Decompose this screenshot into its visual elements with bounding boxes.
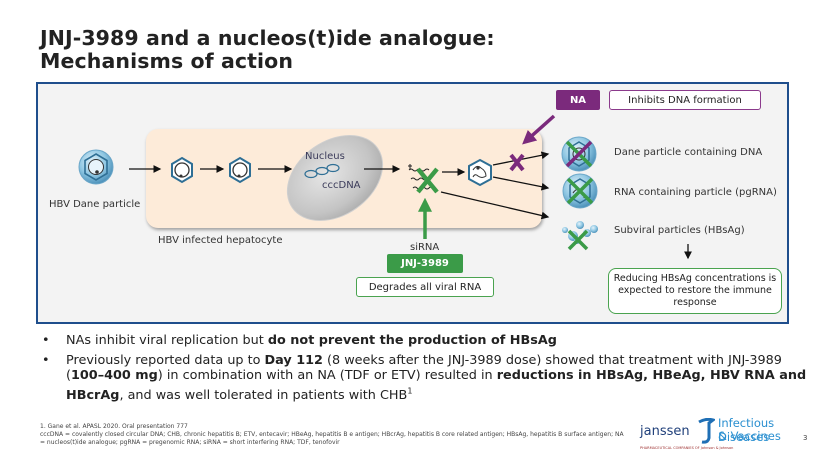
na-block-x-icon: [509, 153, 525, 172]
bullet-1-text: NAs inhibit viral replication but do not…: [66, 333, 557, 348]
division-line-2: & Vaccines: [718, 429, 781, 443]
footnotes: 1. Gane et al. APASL 2020. Oral presenta…: [40, 423, 630, 447]
bullet-2-text: Previously reported data up to Day 112 (…: [66, 352, 807, 403]
cccdna-icon: [304, 163, 340, 179]
rcdna-capsid-icon: [229, 156, 251, 184]
nucleus-shape: [286, 134, 384, 222]
bullet-dot-icon: •: [42, 333, 50, 348]
pgrna-capsid-icon: [468, 158, 492, 187]
arrow-to-subviral-output: [440, 191, 550, 220]
reference-footnote: 1. Gane et al. APASL 2020. Oral presenta…: [40, 423, 188, 430]
cccdna-label: cccDNA: [322, 180, 361, 191]
na-description: Inhibits DNA formation: [609, 90, 761, 110]
janssen-j-icon: [698, 418, 715, 444]
output-label-pgrna: RNA containing particle (pgRNA): [614, 187, 777, 198]
janssen-wordmark: janssen: [640, 424, 690, 439]
output-label-dane: Dane particle containing DNA: [614, 147, 763, 158]
outcome-text: Reducing HBsAg concentrations is expecte…: [613, 273, 777, 308]
hepatocyte-label: HBV infected hepatocyte: [158, 235, 283, 246]
slide-title: JNJ-3989 and a nucleos(t)ide analogue: M…: [40, 27, 495, 73]
output-label-subviral: Subviral particles (HBsAg): [614, 225, 745, 236]
jnj-3989-badge: JNJ-3989: [387, 254, 463, 273]
sirna-label: siRNA: [410, 242, 440, 253]
rna-particle-icon: [562, 173, 598, 209]
janssen-logo: janssen Infectious Diseases & Vaccines P…: [640, 416, 790, 456]
division-line-1: Infectious Diseases: [718, 416, 775, 444]
bullet-list: • NAs inhibit viral replication but do n…: [40, 333, 810, 407]
page-number: 3: [803, 434, 808, 442]
nucleus-label: Nucleus: [305, 151, 345, 162]
subviral-particles-icon: [562, 221, 598, 251]
na-badge: NA: [556, 90, 600, 110]
title-line-2: Mechanisms of action: [40, 49, 294, 73]
sirna-block-x-icon: [416, 167, 439, 194]
dane-particle-label: HBV Dane particle: [49, 199, 141, 210]
title-line-1: JNJ-3989 and a nucleos(t)ide analogue:: [40, 26, 495, 50]
jnj-3989-description: Degrades all viral RNA: [356, 277, 494, 297]
arrow-to-pgrna-output: [492, 176, 550, 191]
dane-particle-icon: [561, 136, 597, 172]
logo-tagline: PHARMACEUTICAL COMPANIES OF Johnson & Jo…: [640, 446, 734, 450]
hbv-dane-particle-icon: [78, 149, 114, 185]
bullet-2: • Previously reported data up to Day 112…: [40, 353, 810, 404]
bullet-dot-icon: •: [42, 352, 50, 368]
uncoated-capsid-icon: [171, 156, 193, 184]
abbreviations-footnote: cccDNA = covalently closed circular DNA;…: [40, 431, 624, 446]
bullet-1: • NAs inhibit viral replication but do n…: [40, 333, 810, 349]
na-inhibition-arrow: [522, 114, 556, 145]
outcome-box: Reducing HBsAg concentrations is expecte…: [608, 268, 782, 314]
